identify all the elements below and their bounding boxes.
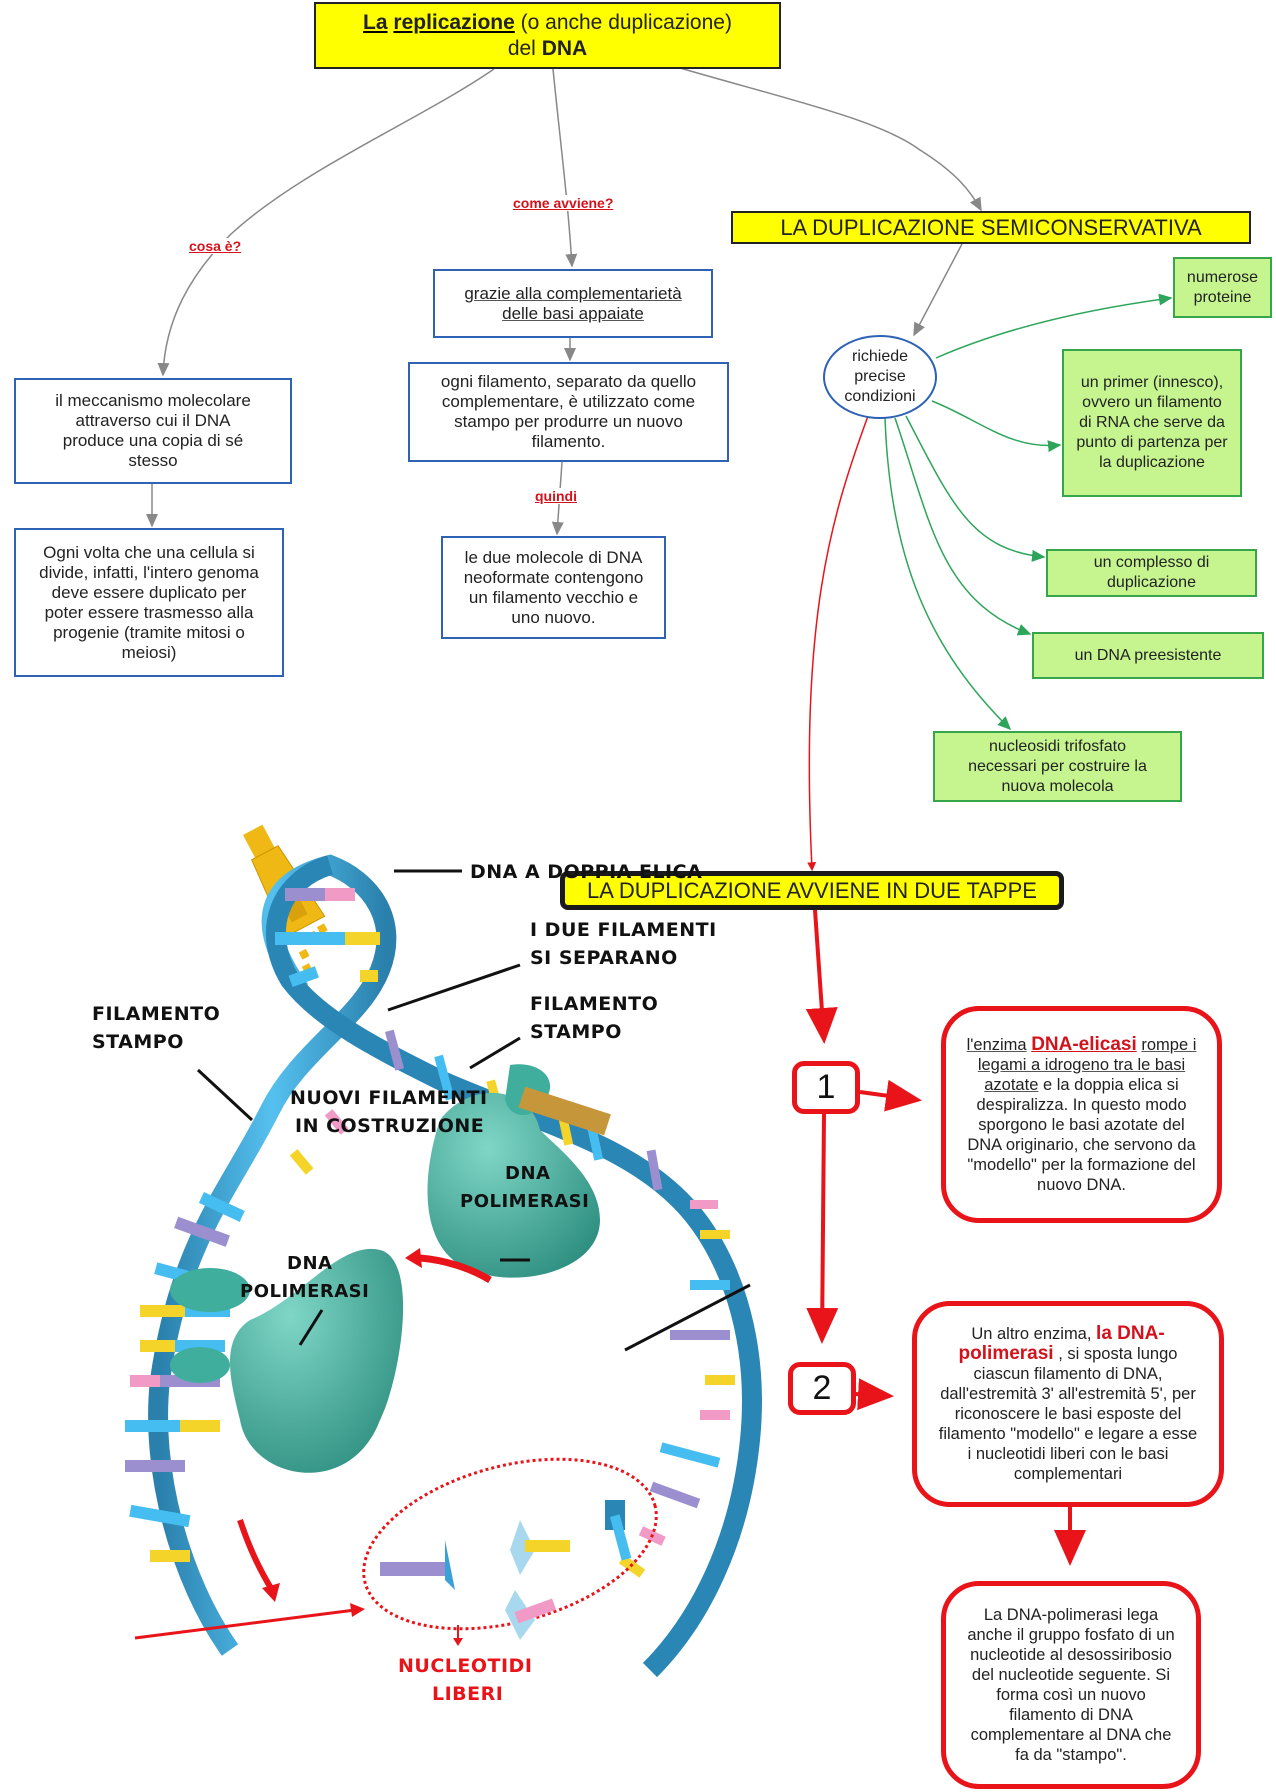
condition-proteins-text: numerose proteine xyxy=(1186,268,1259,306)
helix-strand-back xyxy=(265,855,762,1678)
label-free-nucleotides-2: LIBERI xyxy=(432,1683,504,1705)
connector-requires-to-proteins xyxy=(935,293,1173,359)
connector-title-to-definition xyxy=(157,68,495,377)
title-replicazione: replicazione xyxy=(393,10,515,34)
label-template-left-1: FILAMENTO xyxy=(92,1003,221,1025)
label-polymerase-a-1: DNA xyxy=(505,1163,551,1184)
condition-complex-text: un complesso di duplicazione xyxy=(1093,554,1210,591)
label-template-right-1: FILAMENTO xyxy=(530,993,659,1015)
label-new-strands-1: NUOVI FILAMENTI xyxy=(290,1087,488,1109)
main-title: La replicazione (o anche duplicazione) d… xyxy=(314,2,781,69)
step-1-badge: 1 xyxy=(792,1061,860,1114)
step-1-content: l'enzima DNA-elicasi rompe i legami a id… xyxy=(964,1033,1199,1195)
connector-requires-to-preexisting xyxy=(894,417,1032,636)
connector-requires-to-primer xyxy=(931,400,1062,453)
link-label-what: cosa è? xyxy=(187,238,244,254)
main-title-line2: del DNA xyxy=(508,36,587,62)
step-1-number: 1 xyxy=(816,1068,836,1106)
step-2-rest: , si sposta lungo ciascun filamento di D… xyxy=(938,1345,1198,1483)
complementarity-box: grazie alla complementarietà delle basi … xyxy=(433,269,713,338)
step-2-box: Un altro enzima, la DNA-polimerasi , si … xyxy=(912,1301,1224,1507)
connector-step1-to-step2 xyxy=(806,1113,839,1344)
explanation-text: Ogni volta che una cellula si divide, in… xyxy=(39,542,259,662)
template-text: ogni filamento, separato da quello compl… xyxy=(440,372,697,451)
label-new-strands-2: IN COSTRUZIONE xyxy=(295,1115,485,1137)
semiconservative-heading: LA DUPLICAZIONE SEMICONSERVATIVA xyxy=(731,211,1251,244)
title-del: del xyxy=(507,36,536,60)
label-polymerase-b-1: DNA xyxy=(287,1253,333,1274)
definition-text: il meccanismo molecolare attraverso cui … xyxy=(55,391,251,470)
step-1-underlined: rompe i legami a idrogeno tra le basi az… xyxy=(977,1035,1197,1094)
label-strands-separate-1: I DUE FILAMENTI xyxy=(530,919,717,941)
condition-preexisting: un DNA preesistente xyxy=(1032,632,1264,679)
step-2-pre: Un altro enzima, xyxy=(971,1325,1092,1343)
connector-title-to-complementarity xyxy=(552,68,578,268)
step-3-box: La DNA-polimerasi lega anche il gruppo f… xyxy=(941,1581,1201,1789)
connector-requires-to-nucleosides xyxy=(884,417,1012,731)
label-template-right-2: STAMPO xyxy=(530,1021,622,1043)
template-box: ogni filamento, separato da quello compl… xyxy=(408,362,729,462)
connector-stages-to-step1 xyxy=(805,909,838,1044)
label-template-left-2: STAMPO xyxy=(92,1031,184,1053)
step-2-enzyme: la DNA-polimerasi xyxy=(958,1323,1165,1364)
stages-heading: LA DUPLICAZIONE AVVIENE IN DUE TAPPE xyxy=(560,871,1064,910)
definition-box: il meccanismo molecolare attraverso cui … xyxy=(14,378,292,484)
dna-illustration-graphic xyxy=(125,824,762,1678)
requires-ellipse: richiede precise condizioni xyxy=(823,335,937,419)
main-title-line1: La replicazione (o anche duplicazione) xyxy=(363,10,732,36)
result-box: le due molecole di DNA neoformate conten… xyxy=(441,536,666,639)
label-pointer-arrows xyxy=(196,869,751,1352)
label-free-nucleotides-1: NUCLEOTIDI xyxy=(398,1655,533,1677)
step-3-text: La DNA-polimerasi lega anche il gruppo f… xyxy=(967,1606,1175,1764)
link-label-so: quindi xyxy=(533,488,579,504)
connector-title-to-semiconservative xyxy=(679,67,982,212)
connector-semiconservative-to-requires xyxy=(913,243,963,337)
dna-polymerase-left xyxy=(230,1248,404,1473)
free-nucleotides-region xyxy=(362,1457,658,1631)
condition-nucleosides-text: nucleosidi trifosfato necessari per cost… xyxy=(968,737,1147,795)
complementarity-text: grazie alla complementarietà delle basi … xyxy=(464,283,682,323)
step-1-rest: e la doppia elica si despiralizza. In qu… xyxy=(967,1075,1196,1194)
connector-requires-to-complex xyxy=(905,415,1046,562)
title-dna: DNA xyxy=(541,36,588,60)
semiconservative-text: LA DUPLICAZIONE SEMICONSERVATIVA xyxy=(780,214,1202,240)
dna-replication-illustration: DNA A DOPPIA ELICA I DUE FILAMENTI SI SE… xyxy=(0,820,800,1760)
title-la: La xyxy=(363,10,388,34)
direction-arrow-top xyxy=(419,1254,492,1284)
step-1-enzyme: DNA-elicasi xyxy=(1031,1033,1137,1055)
explanation-box: Ogni volta che una cellula si divide, in… xyxy=(14,528,284,677)
label-polymerase-b-2: POLIMERASI xyxy=(240,1281,370,1302)
step-1-pre: l'enzima xyxy=(966,1035,1027,1054)
step-2-badge: 2 xyxy=(788,1362,856,1415)
connector-requires-to-stages xyxy=(807,415,869,872)
link-label-how: come avviene? xyxy=(511,195,616,211)
condition-preexisting-text: un DNA preesistente xyxy=(1074,646,1222,664)
dna-polymerase-right xyxy=(427,1092,600,1278)
condition-nucleosides: nucleosidi trifosfato necessari per cost… xyxy=(933,731,1182,802)
label-polymerase-a-2: POLIMERASI xyxy=(460,1191,590,1212)
direction-arrow-bottom xyxy=(237,1519,275,1592)
stages-heading-text: LA DUPLICAZIONE AVVIENE IN DUE TAPPE xyxy=(587,877,1037,903)
condition-primer-text: un primer (innesco), ovvero un filamento… xyxy=(1076,374,1228,471)
result-text: le due molecole di DNA neoformate conten… xyxy=(463,547,644,627)
condition-complex: un complesso di duplicazione xyxy=(1046,549,1257,597)
step-1-box: l'enzima DNA-elicasi rompe i legami a id… xyxy=(941,1006,1222,1223)
step-2-number: 2 xyxy=(812,1369,832,1407)
condition-primer: un primer (innesco), ovvero un filamento… xyxy=(1062,349,1242,497)
label-double-helix: DNA A DOPPIA ELICA xyxy=(470,861,703,883)
condition-proteins: numerose proteine xyxy=(1173,257,1272,318)
label-strands-separate-2: SI SEPARANO xyxy=(530,947,678,969)
connector-step1-to-box1 xyxy=(859,1079,922,1112)
title-subtitle: (o anche duplicazione) xyxy=(520,10,732,34)
pointer-arrow-nucleotides xyxy=(134,1608,356,1640)
requires-text: richiede precise condizioni xyxy=(844,348,916,405)
connector-step2-to-box2 xyxy=(854,1378,894,1411)
step-2-content: Un altro enzima, la DNA-polimerasi , si … xyxy=(935,1324,1201,1484)
